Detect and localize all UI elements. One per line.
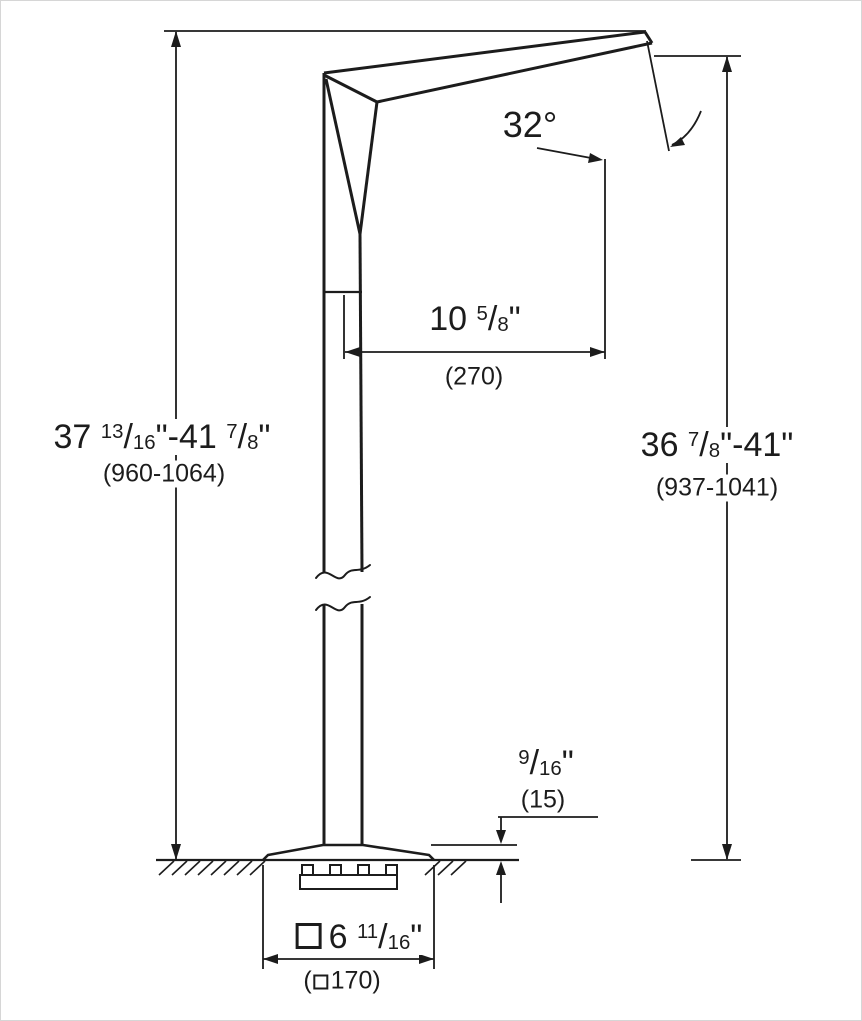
arrowhead-down-icon	[171, 844, 181, 860]
ground-hatching	[158, 860, 467, 876]
label-base-size-metric: (170)	[299, 967, 385, 995]
arrowhead-up-icon	[496, 861, 506, 875]
arrowhead-down-icon	[722, 844, 732, 860]
dim-base-height	[431, 816, 598, 903]
arrowhead-down-icon	[496, 830, 506, 844]
label-stream-angle: 32°	[498, 104, 562, 145]
arrowhead-left-icon	[345, 347, 360, 357]
angle-annotation	[536, 40, 702, 163]
arrowhead-up-icon	[171, 31, 181, 47]
stream-direction-line	[646, 40, 670, 152]
ground-line	[156, 858, 519, 876]
arrowhead-right-icon	[590, 347, 605, 357]
label-spout-reach-metric: (270)	[440, 363, 508, 391]
arrowhead-leader-icon	[588, 153, 603, 163]
faucet-outline	[322, 30, 654, 846]
label-height-left-imperial: 37 13/16"-41 7/8"	[49, 419, 275, 455]
label-height-right-metric: (937-1041)	[651, 474, 783, 502]
label-base-offset-imperial: 9/16"	[514, 745, 578, 781]
label-height-left-metric: (960-1064)	[98, 460, 230, 488]
angle-value: 32°	[502, 104, 558, 145]
arrowhead-right-icon	[419, 954, 434, 964]
label-height-right-imperial: 36 7/8"-41"	[636, 427, 798, 463]
break-lines	[315, 564, 371, 612]
arrowhead-left-icon	[263, 954, 278, 964]
arrowhead-arc-icon	[670, 137, 685, 147]
label-base-offset-metric: (15)	[516, 786, 570, 814]
dim-spout-reach	[343, 159, 606, 359]
mounting-flange	[299, 864, 398, 890]
base-plate	[262, 843, 435, 861]
square-symbol-icon	[295, 923, 322, 949]
square-symbol-small-icon	[313, 974, 329, 990]
label-base-size-imperial: 6 11/16"	[291, 919, 427, 955]
angle-arc	[671, 110, 702, 146]
dim-base-size	[262, 865, 435, 969]
label-spout-reach-imperial: 10 5/8"	[425, 301, 525, 337]
arrowhead-up-icon	[722, 56, 732, 72]
